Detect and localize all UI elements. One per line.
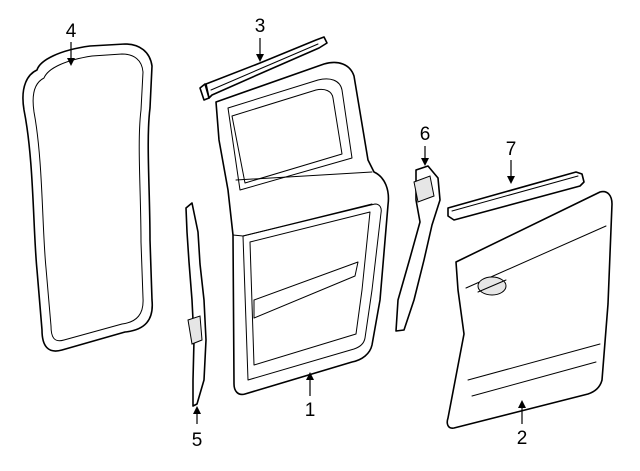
callout-5-arrow: [193, 406, 201, 414]
callout-1-arrow: [306, 372, 314, 380]
callout-4-arrow: [67, 58, 75, 66]
callout-6-label: 6: [420, 124, 431, 145]
callout-3-arrow: [256, 54, 264, 62]
callout-6-arrow: [421, 158, 429, 166]
part-2-outer-panel: [446, 190, 613, 429]
callout-3-label: 3: [255, 16, 266, 37]
callout-2-arrow: [518, 400, 526, 408]
part-7-belt-molding: [447, 171, 585, 221]
callout-4-label: 4: [66, 21, 77, 42]
part-3-top-channel: [199, 36, 328, 101]
callout-2-label: 2: [517, 428, 528, 449]
callout-1-label: 1: [305, 400, 316, 421]
part-1-door-shell: [215, 61, 390, 396]
callout-7-arrow: [507, 176, 515, 184]
callout-7-label: 7: [506, 139, 517, 160]
part-4-door-seal: [22, 43, 154, 352]
callout-5-label: 5: [192, 430, 203, 451]
part-6-rear-trim: [395, 165, 441, 332]
part-5-pillar-trim: [185, 202, 207, 407]
